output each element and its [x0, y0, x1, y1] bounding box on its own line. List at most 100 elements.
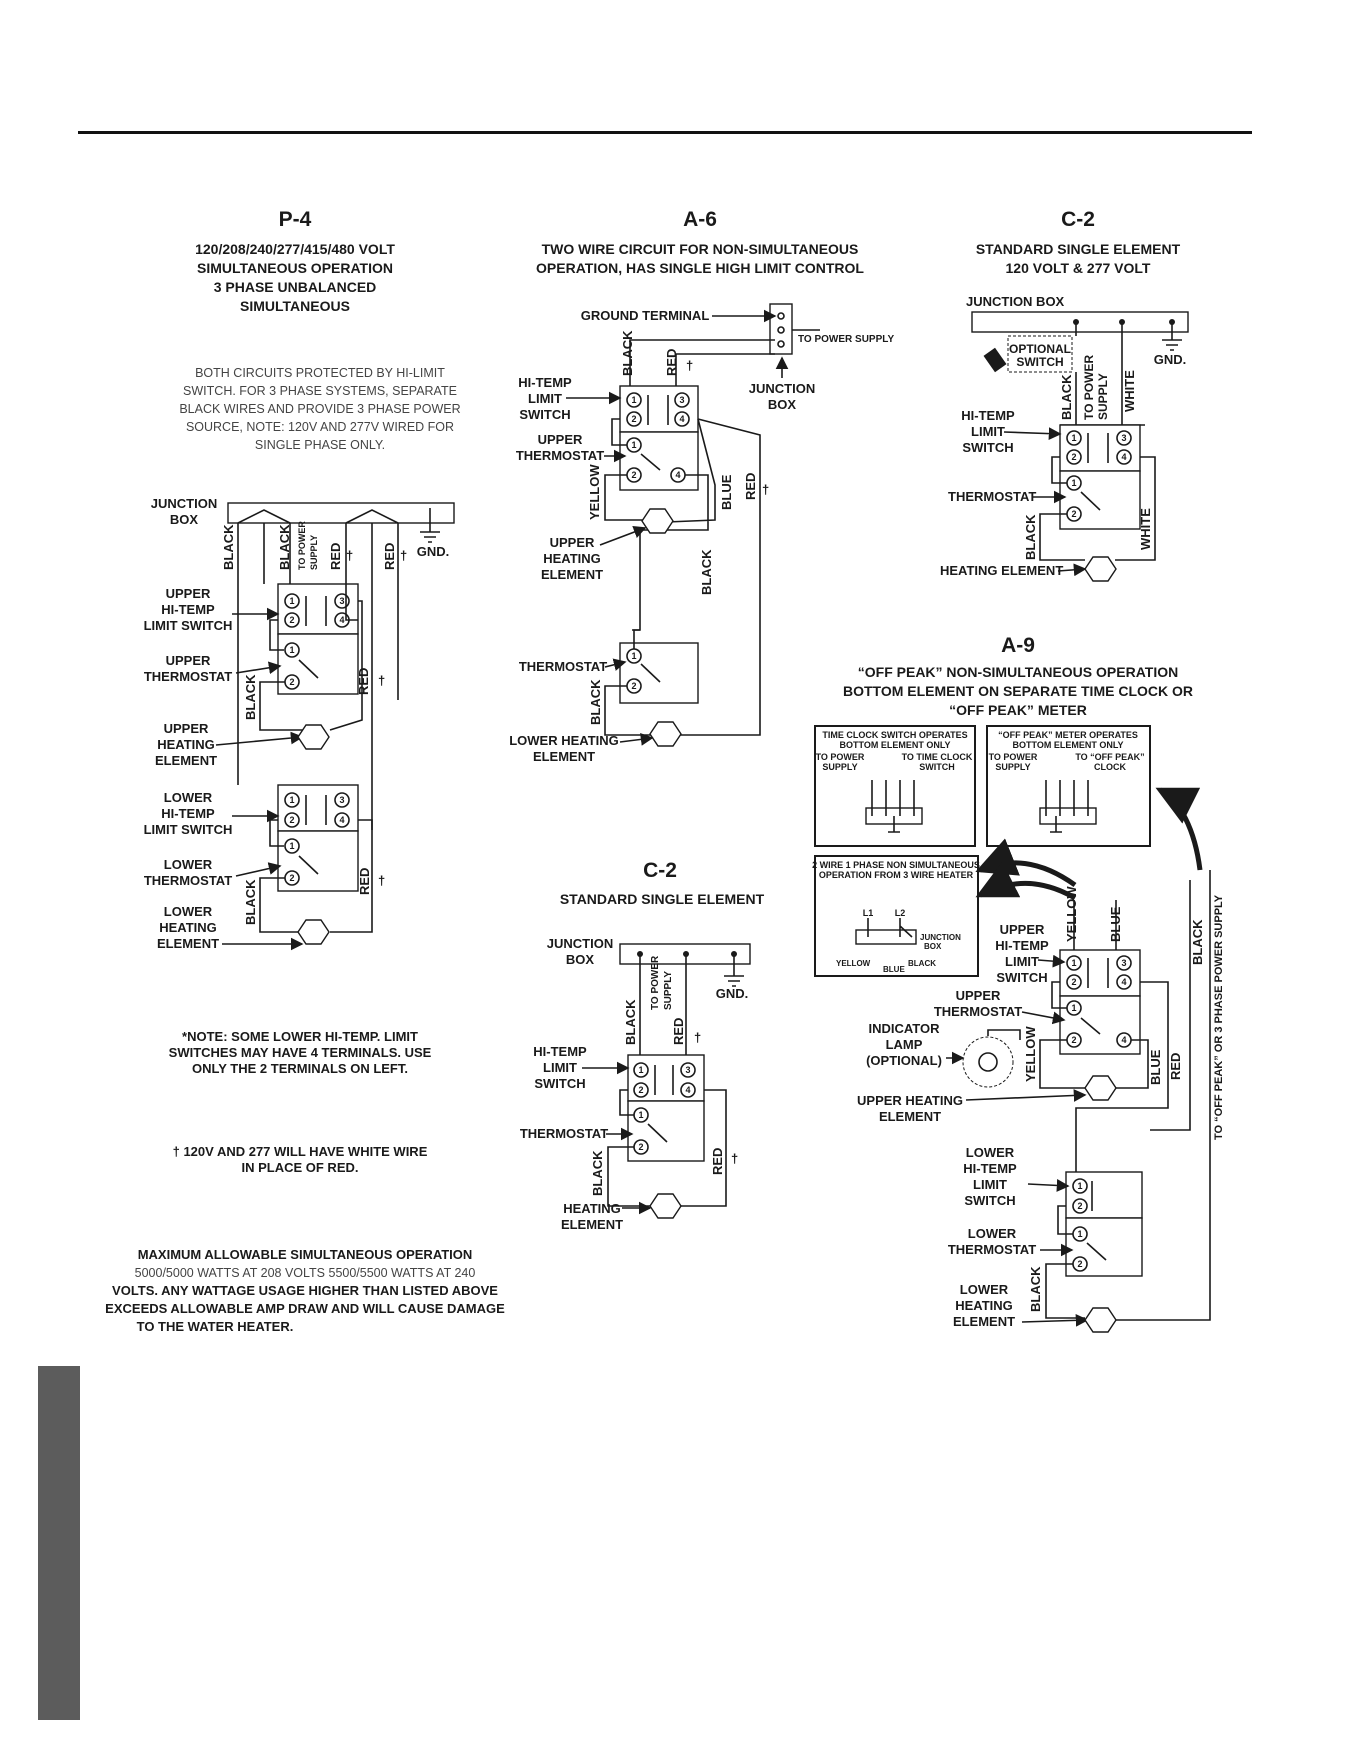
a9-box3-jb-2: BOX — [924, 942, 942, 951]
c2a-switch-icon — [983, 347, 1007, 373]
p4-lower-switch-label-2: HI-TEMP — [161, 806, 215, 821]
a9-wire-blue-2: BLUE — [1148, 1049, 1163, 1085]
p4-lower-element-label-2: HEATING — [159, 920, 217, 935]
c2a-terminal-4: 4 — [1121, 452, 1126, 462]
a9-lower-switch-label-3: LIMIT — [973, 1177, 1007, 1192]
diagram-c2-middle: C-2 STANDARD SINGLE ELEMENT JUNCTION BOX… — [520, 859, 765, 1232]
c2b-wire-black-1: BLACK — [623, 999, 638, 1045]
c2a-switch-label-2: LIMIT — [971, 424, 1005, 439]
c2b-thermo-terminal-2: 2 — [638, 1142, 643, 1152]
a9-box3-l1: L1 — [863, 908, 874, 918]
a9-subtitle-3: “OFF PEAK” METER — [949, 702, 1087, 718]
side-tab — [38, 1366, 80, 1720]
a9-box2-title-1: “OFF PEAK” METER OPERATES — [998, 730, 1138, 740]
c2b-gnd-label: GND. — [716, 986, 749, 1001]
a9-upper-thermostat — [1059, 995, 1141, 1055]
a9-wire-black-lower: BLACK — [1028, 1266, 1043, 1312]
c2b-switch-label-2: LIMIT — [543, 1060, 577, 1075]
a9-wire-yellow-2: YELLOW — [1023, 1026, 1038, 1082]
p4-note-dagger-1: † 120V AND 277 WILL HAVE WHITE WIRE — [173, 1144, 428, 1159]
a9-box2-right-1: TO “OFF PEAK” — [1075, 752, 1144, 762]
c2b-element — [649, 1193, 682, 1219]
p4-wire-black-4: BLACK — [243, 879, 258, 925]
a6-ground-label: GROUND TERMINAL — [581, 308, 710, 323]
c2a-junction-label: JUNCTION BOX — [966, 294, 1065, 309]
p4-supply-2: SUPPLY — [309, 535, 319, 570]
a9-box3-terminal-strip — [855, 929, 917, 945]
p4-subtitle-3: 3 PHASE UNBALANCED — [214, 279, 377, 295]
p4-note-star-2: SWITCHES MAY HAVE 4 TERMINALS. USE — [169, 1045, 432, 1060]
c2b-ground-symbol — [724, 954, 744, 987]
a6-dagger-2: † — [762, 482, 769, 497]
a6-switch-label-3: SWITCH — [519, 407, 570, 422]
a9-subtitle-1: “OFF PEAK” NON-SIMULTANEOUS OPERATION — [858, 664, 1178, 680]
a6-lower-element-label-1: LOWER HEATING — [509, 733, 619, 748]
a9-box3-title-1: 2 WIRE 1 PHASE NON SIMULTANEOUS — [812, 860, 980, 870]
a9-upper-thermo-label-2: THERMOSTAT — [934, 1004, 1022, 1019]
p4-wire-black-2: BLACK — [277, 524, 292, 570]
a9-arrow-2wire-2 — [975, 861, 1077, 901]
a6-upper-thermo-label-2: THERMOSTAT — [516, 448, 604, 463]
a6-thermo-label: THERMOSTAT — [519, 659, 607, 674]
a6-wire-black-1: BLACK — [620, 330, 635, 376]
a9-lamp-label-3: (OPTIONAL) — [866, 1053, 942, 1068]
a9-upper-switch-label-2: HI-TEMP — [995, 938, 1049, 953]
a6-low-terminal-2: 2 — [631, 681, 636, 691]
a6-switch-label-1: HI-TEMP — [518, 375, 572, 390]
c2a-terminal-2: 2 — [1071, 452, 1076, 462]
c2a-supply-2: SUPPLY — [1096, 373, 1110, 420]
a9-lamp-label-2: LAMP — [886, 1037, 923, 1052]
a6-subtitle-2: OPERATION, HAS SINGLE HIGH LIMIT CONTROL — [536, 260, 864, 276]
p4-thermo-terminal-1: 1 — [289, 645, 294, 655]
c2b-thermo-label: THERMOSTAT — [520, 1126, 608, 1141]
p4-dagger-4: † — [378, 873, 385, 888]
p4-lower-thermo-label-1: LOWER — [164, 857, 213, 872]
c2b-terminal-3: 3 — [685, 1065, 690, 1075]
a9-indicator-lamp — [962, 1036, 1014, 1088]
a9-terminal-2: 2 — [1071, 977, 1076, 987]
c2a-terminal-3: 3 — [1121, 433, 1126, 443]
a6-wire-red-1: RED — [664, 349, 679, 376]
p4-lower-switch-label-3: LIMIT SWITCH — [144, 822, 233, 837]
c2b-switch-label-3: SWITCH — [534, 1076, 585, 1091]
p4-low-terminal-4: 4 — [339, 815, 344, 825]
a9-box1-left-1: TO POWER — [816, 752, 865, 762]
a9-wire-red: RED — [1168, 1053, 1183, 1080]
c2a-wire-white-1: WHITE — [1122, 370, 1137, 412]
a9-box1-title-1: TIME CLOCK SWITCH OPERATES — [822, 730, 967, 740]
a6-wire-red-2: RED — [743, 473, 758, 500]
a9-lower-switch-label-2: HI-TEMP — [963, 1161, 1017, 1176]
a6-switch-label-2: LIMIT — [528, 391, 562, 406]
a9-box3-black: BLACK — [908, 959, 936, 968]
c2b-wire-red-1: RED — [671, 1018, 686, 1045]
p4-terminal-3: 3 — [339, 596, 344, 606]
p4-lower-element — [297, 919, 330, 945]
p4-upper-thermo-label-1: UPPER — [166, 653, 211, 668]
p4-subtitle-2: SIMULTANEOUS OPERATION — [197, 260, 393, 276]
a9-low-terminal-1: 1 — [1077, 1181, 1082, 1191]
c2a-switch-label-1: HI-TEMP — [961, 408, 1015, 423]
a9-arrow-offpeak — [1155, 787, 1203, 871]
p4-supply-1: TO POWER — [297, 521, 307, 570]
c2b-junction-label-1: JUNCTION — [547, 936, 613, 951]
p4-note-star-1: *NOTE: SOME LOWER HI-TEMP. LIMIT — [182, 1029, 418, 1044]
p4-title: P-4 — [279, 208, 312, 231]
p4-low-terminal-1: 1 — [289, 795, 294, 805]
p4-wire-red-1: RED — [328, 543, 343, 570]
c2a-ground-symbol — [1162, 320, 1182, 351]
p4-wire-red-3: RED — [356, 668, 371, 695]
a6-supply-label: TO POWER SUPPLY — [798, 334, 894, 345]
c2a-wire-black-1: BLACK — [1059, 374, 1074, 420]
a9-thermo-terminal-2: 2 — [1071, 1035, 1076, 1045]
p4-lower-switch-label-1: LOWER — [164, 790, 213, 805]
c2b-title: C-2 — [643, 859, 677, 882]
c2b-wire-red-2: RED — [710, 1148, 725, 1175]
diagram-c2-top: C-2 STANDARD SINGLE ELEMENT 120 VOLT & 2… — [940, 208, 1189, 582]
c2a-title: C-2 — [1061, 208, 1095, 231]
c2a-subtitle-2: 120 VOLT & 277 VOLT — [1006, 260, 1151, 276]
c2a-subtitle-1: STANDARD SINGLE ELEMENT — [976, 241, 1181, 257]
p4-lower-thermo-label-2: THERMOSTAT — [144, 873, 232, 888]
p4-wire-black-1: BLACK — [221, 524, 236, 570]
c2a-thermo-terminal-2: 2 — [1071, 509, 1076, 519]
c2b-terminal-2: 2 — [638, 1085, 643, 1095]
